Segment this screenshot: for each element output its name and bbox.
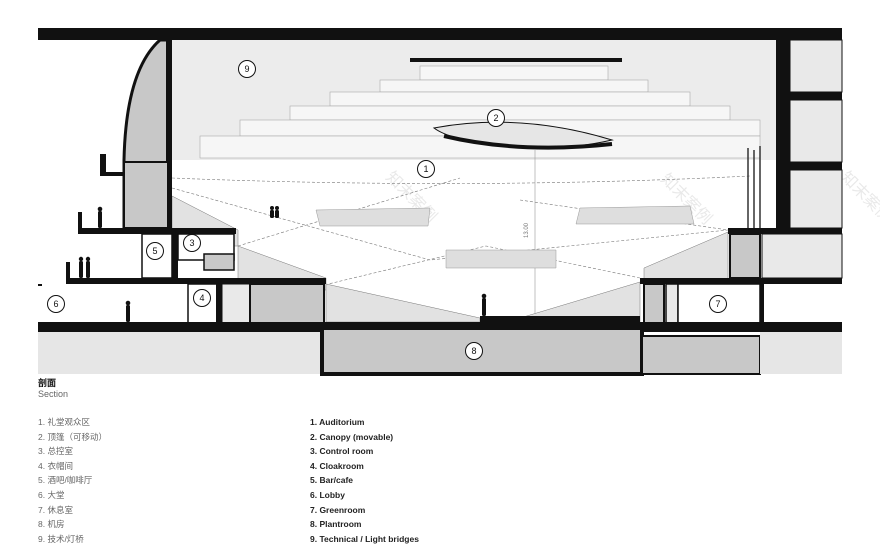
legend-en: 1. Auditorium 2. Canopy (movable) 3. Con… [310, 415, 419, 546]
right-mid-room [761, 233, 843, 279]
section-title-en: Section [38, 389, 69, 399]
markers: 1 2 3 4 5 6 7 8 9 [47, 60, 727, 360]
legend-en-item: 2. Canopy (movable) [310, 431, 394, 442]
section-title-zh: 剖面 [38, 378, 57, 388]
basement-far-right [760, 332, 842, 374]
marker-2-label: 2 [493, 113, 498, 123]
marker-5-label: 5 [152, 246, 157, 256]
greenroom-block-a [643, 283, 665, 325]
seating-blocks [315, 205, 695, 269]
bar-room-wall [172, 234, 178, 280]
balcony-post [100, 154, 106, 176]
right-wall-lower [760, 284, 764, 324]
lower-block [249, 283, 325, 325]
basement-right [641, 335, 761, 375]
greenroom-block-b [665, 283, 679, 325]
legend-en-item: 7. Greenroom [310, 504, 366, 515]
control-room-block [203, 253, 235, 271]
legend-zh-item: 3. 总控室 [38, 446, 73, 457]
marker-4: 4 [193, 289, 211, 307]
right-slab-1 [786, 92, 842, 100]
right-rooms [789, 39, 843, 229]
marker-9: 9 [238, 60, 256, 78]
legend-en-item: 1. Auditorium [310, 417, 365, 427]
marker-3-label: 3 [189, 238, 194, 248]
bridge-bar [410, 58, 622, 62]
legend-zh-item: 8. 机房 [38, 519, 65, 530]
legend-zh-item: 2. 顶篷（可移动） [38, 431, 107, 442]
lower-room [221, 283, 251, 325]
legend-zh-item: 4. 衣帽间 [38, 460, 73, 471]
section-caption: 剖面 Section [38, 377, 68, 400]
marker-4-label: 4 [199, 293, 204, 303]
lobby-wall-left [38, 284, 42, 286]
right-slab-3 [728, 228, 842, 234]
left-upper-void [123, 161, 169, 229]
roof-slab [38, 28, 842, 40]
legend-zh-item: 1. 礼堂观众区 [38, 417, 90, 427]
marker-6-label: 6 [53, 299, 58, 309]
section-drawing: 知末案例 知末案例 知末案例 13.00 [38, 28, 880, 376]
marker-3: 3 [183, 234, 201, 252]
legend-zh-item: 5. 酒吧/咖啡厅 [38, 475, 93, 486]
legend-zh: 1. 礼堂观众区 2. 顶篷（可移动） 3. 总控室 4. 衣帽间 5. 酒吧/… [38, 415, 107, 546]
legend-en-item: 9. Technical / Light bridges [310, 533, 419, 544]
right-mid-block [729, 233, 761, 279]
marker-1-label: 1 [423, 164, 428, 174]
light-bridges [199, 65, 761, 159]
terrace-slab [78, 228, 236, 234]
right-slab-2 [786, 162, 842, 170]
legend-en-item: 5. Bar/cafe [310, 475, 353, 486]
canopy-edge [443, 134, 613, 150]
marker-8-label: 8 [471, 346, 476, 356]
dimension-label: 13.00 [524, 222, 530, 238]
basement-left [38, 332, 322, 374]
balcony-slab [100, 172, 124, 176]
legend-en-item: 6. Lobby [310, 489, 345, 500]
marker-2: 2 [487, 109, 505, 127]
cafe-slab [66, 278, 326, 284]
marker-7-label: 7 [715, 299, 720, 309]
marker-6: 6 [47, 295, 65, 313]
legend-zh-item: 6. 大堂 [38, 489, 65, 500]
right-wall-2 [786, 40, 790, 230]
marker-7: 7 [709, 295, 727, 313]
legend-en-item: 8. Plantroom [310, 519, 362, 530]
legend-en-item: 3. Control room [310, 446, 374, 457]
human-figures [78, 206, 487, 322]
marker-5: 5 [146, 242, 164, 260]
legend-en-item: 4. Cloakroom [310, 460, 364, 471]
terrace-wall [78, 212, 82, 230]
cloakroom-wall [216, 284, 222, 324]
left-inner-wall [166, 40, 172, 230]
marker-1: 1 [417, 160, 435, 178]
stage-floor [480, 316, 640, 322]
stage-tower-lines [747, 146, 761, 228]
cafe-rail [66, 262, 70, 280]
marker-9-label: 9 [244, 64, 249, 74]
watermark-text: 知末案例 [837, 167, 880, 226]
legend-zh-item: 7. 休息室 [38, 504, 73, 515]
greenroom-slab [640, 278, 842, 284]
marker-8: 8 [465, 342, 483, 360]
legend-zh-item: 9. 技术/灯桥 [38, 533, 84, 544]
right-wall [776, 40, 786, 230]
